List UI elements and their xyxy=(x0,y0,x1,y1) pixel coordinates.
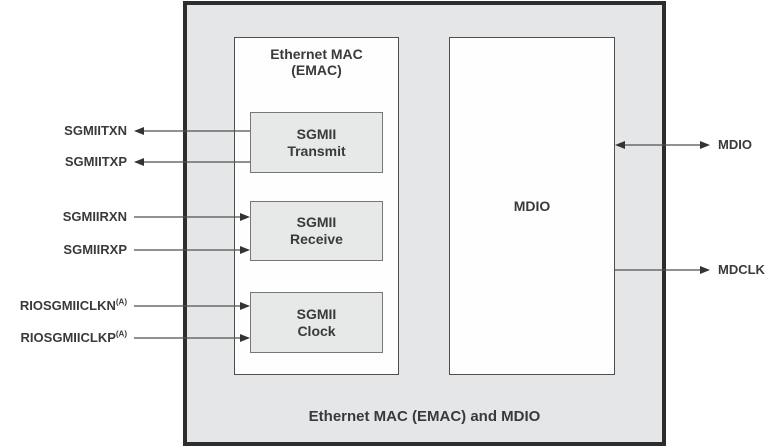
signal-label-sgmiirxn: SGMIIRXN xyxy=(62,209,127,224)
arrowhead-right-icon xyxy=(700,141,710,149)
signal-label-sgmiitxp: SGMIITXP xyxy=(64,154,127,169)
mdio-block-title: MDIO xyxy=(513,197,551,214)
sgmii-receive-line1: SGMII xyxy=(296,214,337,230)
sgmii-transmit-line1: SGMII xyxy=(296,125,337,142)
sgmii-clock-block: SGMII Clock xyxy=(250,292,383,353)
sgmii-receive-block: SGMII Receive xyxy=(250,201,383,261)
diagram-caption: Ethernet MAC (EMAC) and MDIO xyxy=(308,408,541,425)
sgmii-clock-line1: SGMII xyxy=(296,305,337,322)
signal-label-mdclk: MDCLK xyxy=(718,262,765,277)
sgmii-transmit-block: SGMII Transmit xyxy=(250,112,383,173)
signal-label-mdio: MDIO xyxy=(718,137,752,152)
sgmii-transmit-line2: Transmit xyxy=(287,142,346,159)
footnote-marker: (A) xyxy=(115,297,127,307)
emac-title-line1: Ethernet MAC xyxy=(270,46,363,62)
mdio-block: MDIO xyxy=(449,37,615,375)
signal-label-sgmiitxn: SGMIITXN xyxy=(64,123,127,138)
arrowhead-right-icon xyxy=(700,266,710,274)
signal-label-sgmiirxp: SGMIIRXP xyxy=(63,242,127,257)
sgmii-clock-line2: Clock xyxy=(297,322,336,339)
arrowhead-left-icon xyxy=(134,127,144,135)
footnote-marker: (A) xyxy=(115,329,127,339)
emac-block-title: Ethernet MAC (EMAC) xyxy=(235,46,398,78)
signal-label-riosgmiiclkp: RIOSGMIICLKP(A) xyxy=(20,329,127,345)
arrowhead-left-icon xyxy=(134,158,144,166)
signal-label-riosgmiiclkn: RIOSGMIICLKN(A) xyxy=(19,297,127,313)
sgmii-receive-line2: Receive xyxy=(290,231,343,247)
emac-title-line2: (EMAC) xyxy=(291,62,342,78)
